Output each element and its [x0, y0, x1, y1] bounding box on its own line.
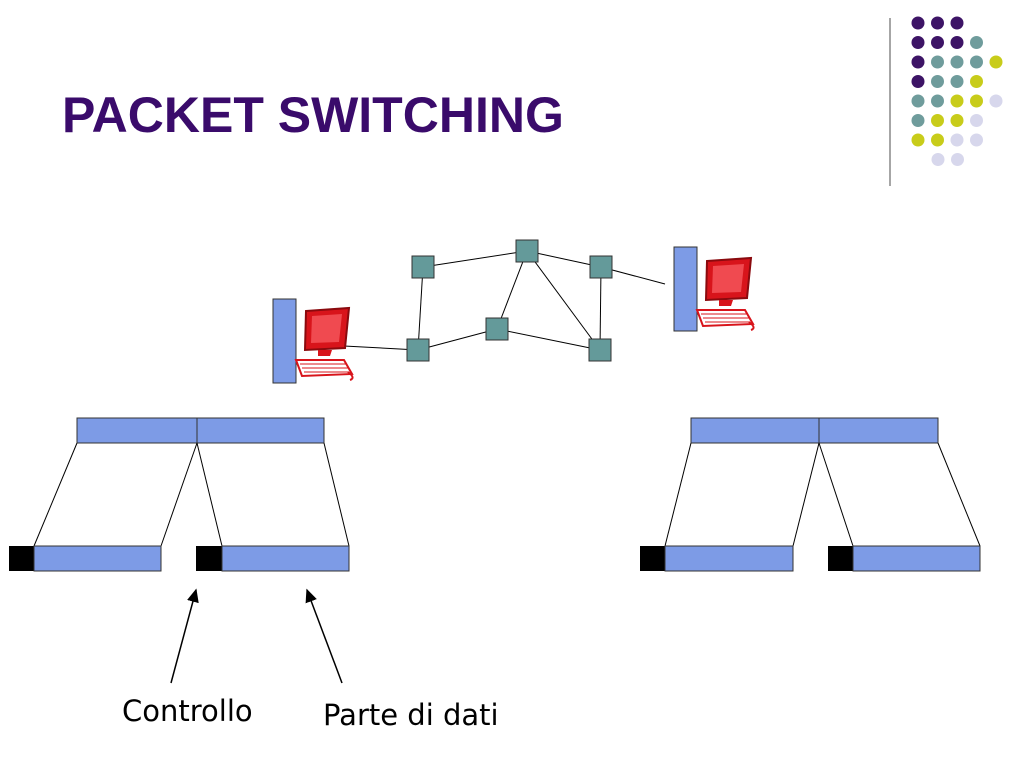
decor-dot [970, 36, 983, 49]
decor-dot [970, 94, 983, 108]
screen-right [712, 264, 744, 293]
tower-case-right [673, 246, 698, 332]
decor-dot [931, 55, 944, 69]
monitor-stand-left [318, 350, 332, 356]
network-node [588, 338, 612, 362]
packet-data [852, 545, 981, 572]
decor-dot [989, 55, 1003, 69]
decor-dot [931, 153, 945, 166]
network-link [496, 328, 601, 351]
mouse-cable-right [748, 321, 755, 331]
decorative-dot-grid [911, 16, 1003, 166]
decor-dot [950, 16, 964, 30]
data-arrow [305, 588, 343, 684]
decor-dot [951, 153, 964, 166]
decor-dot [931, 16, 944, 30]
decor-dot [911, 55, 925, 69]
decor-dot [931, 36, 944, 49]
packet-header [828, 546, 853, 571]
decor-dot [970, 55, 983, 69]
decor-dot [970, 75, 983, 88]
network-link [422, 250, 528, 268]
decor-dot [911, 36, 925, 49]
decor-dot [911, 114, 925, 127]
mouse-cable-left [347, 371, 354, 381]
message-segment [818, 417, 939, 444]
decor-dot [931, 75, 944, 88]
packet-data [33, 545, 162, 572]
split-line [937, 442, 981, 547]
decor-dot [989, 94, 1003, 108]
tower-case-left [272, 298, 297, 384]
decor-dot [950, 94, 964, 108]
network-link [526, 250, 601, 351]
decor-dot [911, 16, 925, 30]
message-segment [196, 417, 325, 444]
decor-dot [931, 133, 944, 147]
slide-title: PACKET SWITCHING [62, 87, 564, 143]
packet-header [9, 546, 34, 571]
decor-dot [911, 75, 925, 88]
decor-dot [950, 55, 964, 69]
decor-dot [950, 114, 964, 127]
network-links [343, 250, 666, 351]
decor-dot [911, 94, 925, 108]
monitor-stand-right [719, 300, 733, 306]
network-link [526, 250, 602, 268]
screen-left [311, 314, 342, 343]
packet-group-left [9, 417, 350, 572]
packet-data [221, 545, 350, 572]
network-link [343, 345, 419, 351]
network-node [406, 338, 430, 362]
split-line [160, 442, 198, 547]
network-link [599, 266, 602, 351]
split-line [818, 442, 854, 547]
control-arrow [170, 588, 199, 684]
decor-dot [931, 114, 944, 127]
control-label: Controllo [122, 694, 253, 728]
network-node [485, 317, 509, 341]
packet-header [640, 546, 665, 571]
decor-dot [970, 133, 983, 147]
split-line [33, 442, 78, 547]
keyboard-keys-right [701, 313, 750, 323]
network-link [496, 250, 528, 330]
split-line [323, 442, 350, 547]
decor-dot [950, 36, 964, 49]
decor-dot [950, 133, 964, 147]
decor-dot [950, 75, 964, 88]
data-part-label: Parte di dati [323, 698, 499, 732]
network-link [417, 328, 498, 351]
computer-left-icon [272, 298, 354, 384]
split-line [792, 442, 820, 547]
decor-dot [931, 94, 944, 108]
keyboard-keys-left [300, 363, 349, 373]
network-node [589, 255, 613, 279]
message-segment [76, 417, 198, 444]
decor-dot [911, 133, 925, 147]
network-node [411, 255, 435, 279]
message-segment [690, 417, 820, 444]
packet-data [664, 545, 794, 572]
network-link [417, 266, 424, 351]
decor-dot [970, 114, 983, 127]
packet-header [196, 546, 222, 571]
split-line [196, 442, 223, 547]
computer-right-icon [673, 246, 755, 332]
network-node [515, 239, 539, 263]
packet-group-right [640, 417, 981, 572]
split-line [664, 442, 692, 547]
network-nodes [406, 239, 613, 362]
